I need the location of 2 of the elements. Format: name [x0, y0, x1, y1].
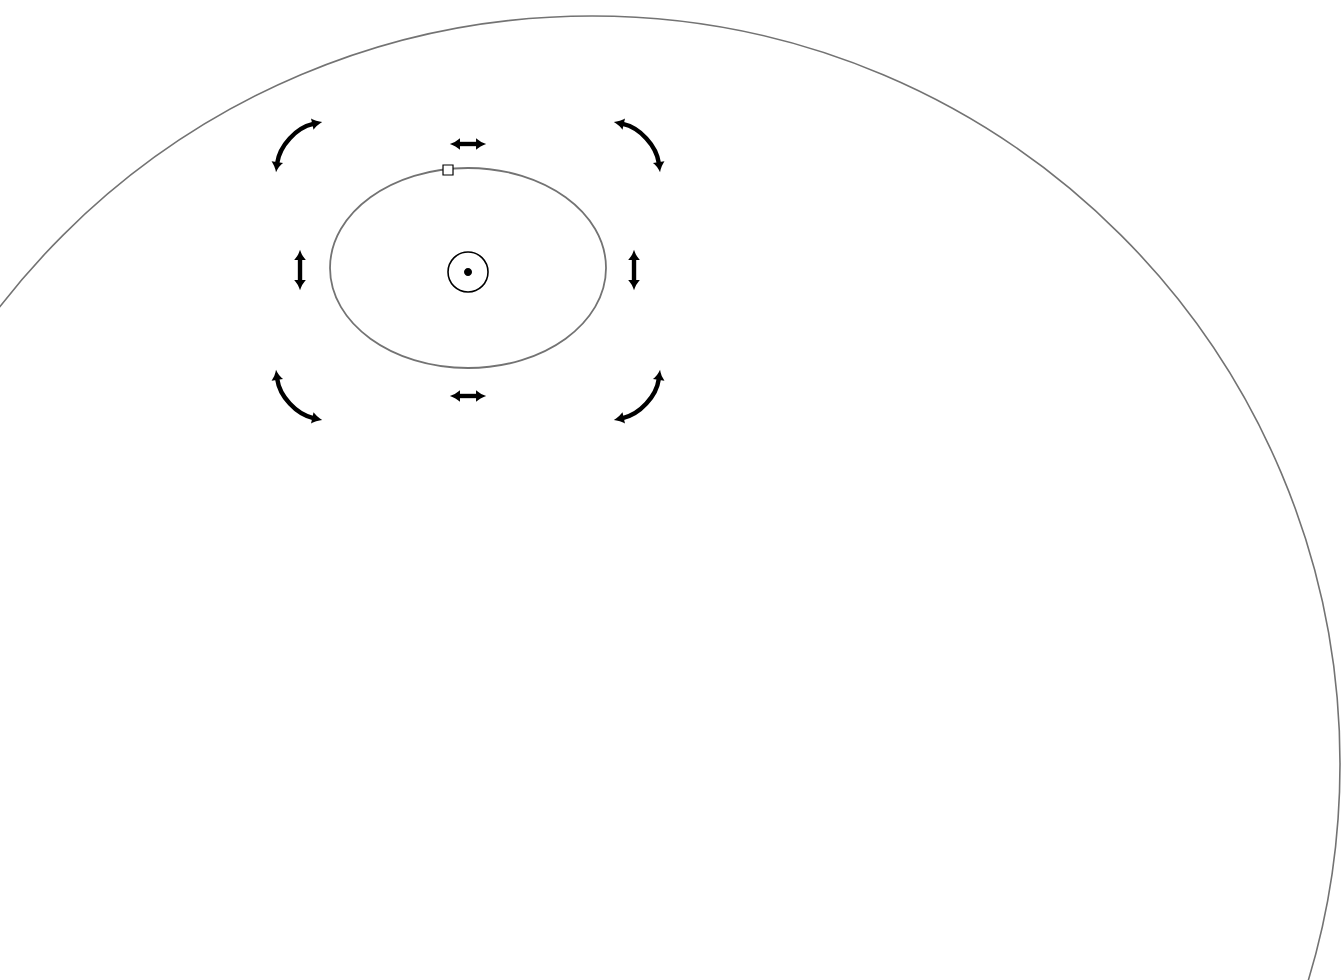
ellipse-shape — [329, 167, 607, 369]
circle-outline — [0, 15, 1341, 980]
